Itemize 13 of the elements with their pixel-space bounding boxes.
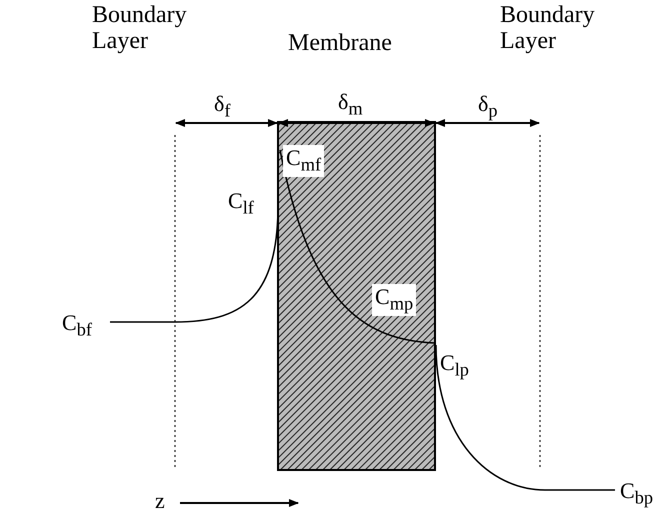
concentration-label: C$_{bf}$ <box>62 310 92 342</box>
region-label: Boundary Layer <box>500 2 596 54</box>
concentration-label: C$_{bp}$ <box>620 478 654 510</box>
region-label: Membrane <box>288 30 393 56</box>
axis-label: z <box>155 488 165 514</box>
concentration-label: C$_{mf}$ <box>283 145 324 178</box>
thickness-label: δ$_{p}$ <box>478 91 498 122</box>
thickness-label: δ$_{m}$ <box>338 89 363 120</box>
concentration-label: C$_{lp}$ <box>440 350 469 382</box>
region-label: Boundary Layer <box>92 2 188 54</box>
concentration-label: C$_{mp}$ <box>372 284 416 316</box>
concentration-label: C$_{lf}$ <box>228 188 254 220</box>
thickness-label: δ$_{f}$ <box>214 91 230 122</box>
